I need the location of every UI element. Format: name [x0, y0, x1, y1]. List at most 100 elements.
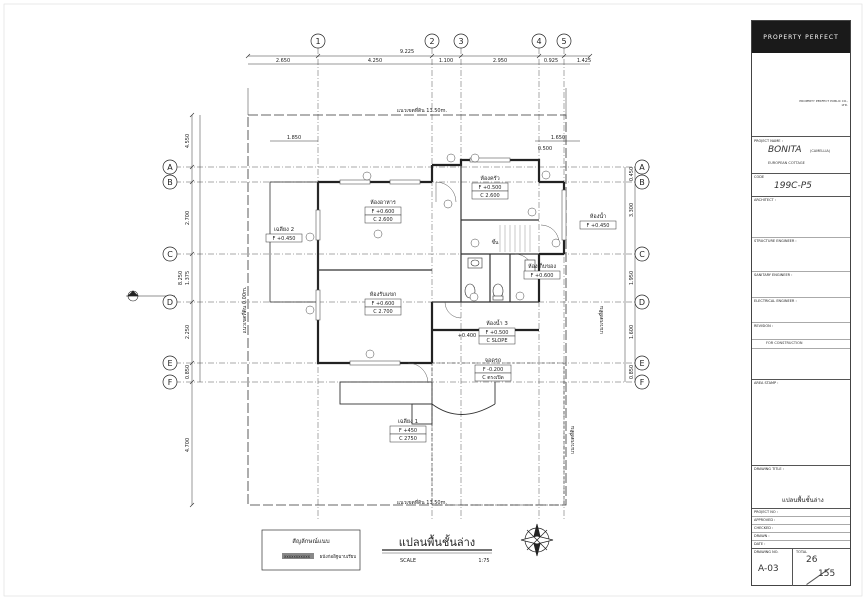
- veranda-1: [339, 381, 496, 425]
- dimension-lines: [191, 55, 636, 505]
- grid-col-3: 3: [458, 37, 463, 46]
- total-label: TOTAL: [796, 550, 808, 554]
- area-stamp-label: AREA STAMP :: [754, 381, 779, 385]
- room-name-2: ห้องครัว: [480, 175, 499, 182]
- north-arrow-icon: [520, 523, 554, 557]
- property-boundary: [247, 114, 567, 506]
- room-tag-box: [265, 233, 303, 243]
- room-name-5: ห้องน้ำ 3: [486, 319, 508, 327]
- drawing-title: แปลนพื้นชั้นล่าง: [782, 497, 824, 504]
- grid-col-4-bubble: [531, 33, 547, 49]
- windows: [315, 157, 567, 366]
- left-overall-dim: 8.250: [178, 271, 184, 285]
- room-tag-7-floor: F +450: [399, 428, 417, 434]
- room-tag-0-floor: F +0.600: [372, 209, 395, 215]
- right-dim-1: 1.950: [629, 271, 635, 285]
- left-dim-2: 1.375: [185, 271, 191, 285]
- room-tag-5-ceiling: C SLOPE: [487, 338, 508, 344]
- room-tag-5-floor: F +0.500: [486, 330, 509, 336]
- code-label: CODE: [754, 175, 765, 179]
- grid-row-F: F: [168, 378, 173, 387]
- grid-row-C: C: [167, 250, 173, 259]
- grid-row-right-A: A: [639, 163, 645, 172]
- room-name-4: ห้องเก็บของ: [528, 262, 556, 270]
- top-small-dim-0: 1.850: [287, 135, 301, 141]
- top-dim-4: 0.925: [544, 58, 558, 64]
- stair-label: ขึ้น: [492, 237, 499, 246]
- room-tag-box: [478, 335, 516, 345]
- grid-row-right-F: F: [640, 378, 645, 387]
- room-name-1: ห้องรับแขก: [370, 291, 397, 298]
- legend-right-text: ผนังก่ออิฐฉาบเรียบ: [320, 554, 357, 560]
- sheet-total: 155: [818, 569, 836, 579]
- grid-row-B-bubble: [162, 174, 178, 190]
- room-tag-box: [364, 214, 402, 224]
- legend-left-text: xxxxxxxxxxx: [284, 554, 311, 559]
- sanitary-label: SANITARY ENGINEER :: [754, 273, 793, 277]
- boundary-label-left: แนวเขตที่ดิน 0.00m.: [241, 286, 248, 333]
- room-name-6: เฉลียง 2: [274, 226, 294, 233]
- grid-col-5: 5: [561, 37, 566, 46]
- room-tag-box: [474, 372, 512, 382]
- grid-col-2: 2: [429, 37, 434, 46]
- grid-lines: [175, 48, 650, 520]
- grid-row-right-F-bubble: [634, 374, 650, 390]
- tag-markers: [305, 153, 561, 359]
- carport-outline: [431, 362, 565, 506]
- room-tag-box: [364, 306, 402, 316]
- grid-row-right-D: D: [639, 298, 645, 307]
- left-dim-5: 4.700: [185, 438, 191, 452]
- room-name-7: เฉลียง 1: [398, 418, 418, 425]
- room-tag-8-floor: F -0.200: [483, 367, 504, 373]
- legend-title: สัญลักษณ์แนบ: [292, 537, 330, 545]
- title-block: PROPERTY PERFECT PROPERTY PERFECT PUBLIC…: [751, 20, 851, 586]
- room-name-8: จอดรถ: [485, 358, 501, 364]
- room-tag-box: [389, 433, 427, 443]
- room-tag-0-ceiling: C 2.600: [373, 217, 392, 223]
- room-tag-1-ceiling: C 2.700: [373, 309, 392, 315]
- room-tag-3-floor: F +0.450: [587, 223, 610, 229]
- top-dim-1: 4.250: [368, 58, 382, 64]
- code-value: 199C-P5: [774, 181, 812, 191]
- drawn-label: DRAWN :: [754, 534, 770, 538]
- left-dim-3: 2.250: [185, 325, 191, 339]
- grid-row-F-bubble: [162, 374, 178, 390]
- project-name: BONITA: [768, 145, 802, 155]
- room-name-3: ห้องน้ำ: [590, 212, 606, 220]
- room-tag-box: [523, 270, 561, 280]
- right-dim-2: 1.600: [629, 325, 635, 339]
- project-style: EUROPEAN COTTAGE: [768, 161, 805, 165]
- drawing-title-label: DRAWING TITLE :: [754, 467, 784, 471]
- grid-row-right-E: E: [639, 359, 644, 368]
- top-dim-3: 2.950: [493, 58, 507, 64]
- grid-col-2-bubble: [424, 33, 440, 49]
- company-address: PROPERTY PERFECT PUBLIC CO., LTD.: [799, 99, 848, 107]
- revision-row: FOR CONSTRUCTION: [766, 341, 803, 345]
- room-tag-2-floor: F +0.500: [479, 185, 502, 191]
- room-tag-box: [471, 190, 509, 200]
- grid-col-1: 1: [315, 37, 320, 46]
- electrical-label: ELECTRICAL ENGINEER :: [754, 299, 797, 303]
- grid-col-1-bubble: [310, 33, 326, 49]
- legend-box: [261, 529, 361, 571]
- door-swings: [407, 181, 560, 384]
- room-tag-box: [579, 220, 617, 230]
- room-tag-8-ceiling: C ตรงเปิด: [482, 374, 504, 381]
- grid-row-right-B: B: [639, 178, 645, 187]
- grid-row-right-B-bubble: [634, 174, 650, 190]
- room-tag-1-floor: F +0.600: [372, 301, 395, 307]
- grid-row-right-D-bubble: [634, 294, 650, 310]
- sheet-number: 26: [806, 555, 818, 565]
- drawing-number: A-03: [758, 564, 779, 574]
- left-dim-0: 4.550: [185, 134, 191, 148]
- grid-row-A-bubble: [162, 159, 178, 175]
- room-tag-2-ceiling: C 2.600: [480, 193, 499, 199]
- right-dim-3: 0.850: [629, 365, 635, 379]
- room-name-0: ห้องอาหาร: [370, 199, 396, 206]
- boundary-label-right-2: แนวเขตที่ดิน: [569, 426, 576, 454]
- legend-swatch: [282, 553, 314, 559]
- approved-label: APPROVED :: [754, 518, 776, 522]
- grid-row-right-C-bubble: [634, 246, 650, 262]
- drawing-no-label: DRAWING No.: [754, 550, 779, 554]
- left-dim-1: 2.700: [185, 211, 191, 225]
